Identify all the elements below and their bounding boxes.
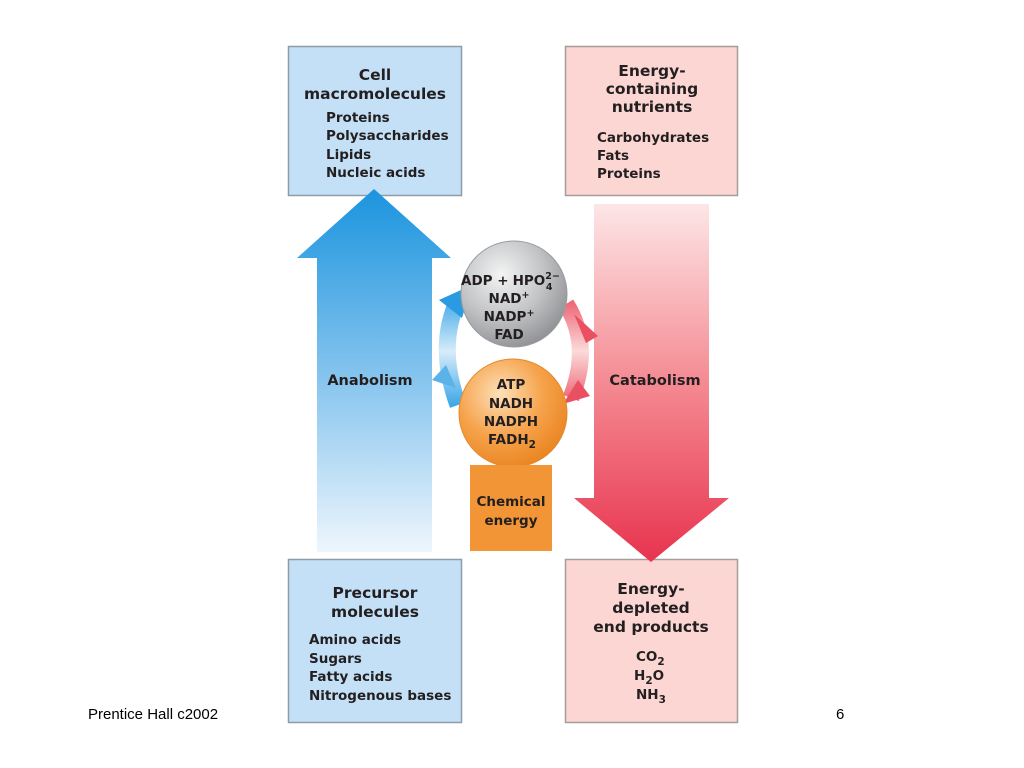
orange-circle-nadh: NADH bbox=[489, 396, 533, 412]
precursor-title-1: Precursor bbox=[333, 584, 418, 602]
catabolism-label: Catabolism bbox=[609, 373, 700, 389]
energy-depleted-item-h2o: H2O bbox=[634, 668, 664, 687]
energy-nutrients-title-2: containing bbox=[606, 80, 699, 98]
cell-macromolecules-box bbox=[287, 45, 463, 197]
cycle-arrow-left-head-bottom bbox=[432, 365, 456, 388]
gray-circle-adp-hpo: ADP +HPO2−4 bbox=[461, 271, 560, 293]
cycle-arrow-right-head-top bbox=[574, 314, 598, 343]
energy-depleted-item-co2: CO2 bbox=[636, 649, 665, 668]
energy-depleted-title-1: Energy- bbox=[617, 580, 684, 598]
cell-macromolecules-item: Polysaccharides bbox=[326, 128, 449, 144]
gray-circle bbox=[460, 240, 568, 348]
precursor-item: Nitrogenous bases bbox=[309, 688, 451, 704]
anabolism-label: Anabolism bbox=[327, 373, 412, 389]
precursor-molecules-box bbox=[287, 558, 463, 724]
energy-nutrients-item: Proteins bbox=[597, 166, 661, 182]
chemical-energy-label-1: Chemical bbox=[476, 494, 545, 510]
energy-nutrients-title-1: Energy- bbox=[618, 62, 685, 80]
cell-macromolecules-title-2: macromolecules bbox=[304, 85, 446, 103]
orange-circle-fadh2: FADH2 bbox=[488, 432, 536, 451]
gray-circle-nad: NAD+ bbox=[489, 290, 530, 307]
catabolism-arrow bbox=[574, 204, 729, 562]
energy-nutrients-item: Carbohydrates bbox=[597, 130, 709, 146]
orange-circle bbox=[458, 358, 568, 468]
slide-number: 6 bbox=[836, 706, 845, 723]
energy-depleted-item-nh3: NH3 bbox=[636, 687, 666, 706]
cell-macromolecules-item: Proteins bbox=[326, 110, 390, 126]
precursor-item: Sugars bbox=[309, 651, 362, 667]
anabolism-arrow bbox=[297, 189, 451, 552]
orange-circle-atp: ATP bbox=[497, 377, 526, 393]
cell-macromolecules-item: Nucleic acids bbox=[326, 165, 425, 181]
cycle-arrow-right-head-bottom bbox=[563, 380, 590, 404]
gray-circle-nadp: NADP+ bbox=[484, 308, 535, 325]
energy-depleted-title-3: end products bbox=[593, 618, 708, 636]
cell-macromolecules-item: Lipids bbox=[326, 147, 371, 163]
orange-circle-nadph: NADPH bbox=[484, 414, 538, 430]
footer-credit: Prentice Hall c2002 bbox=[88, 706, 219, 723]
energy-nutrients-title-3: nutrients bbox=[612, 98, 693, 116]
chemical-energy-box bbox=[470, 465, 552, 551]
cell-macromolecules-title-1: Cell bbox=[359, 66, 392, 84]
precursor-item: Fatty acids bbox=[309, 669, 392, 685]
energy-depleted-box bbox=[564, 558, 739, 724]
energy-depleted-title-2: depleted bbox=[612, 599, 690, 617]
gray-circle-fad: FAD bbox=[494, 327, 523, 343]
chemical-energy-label-2: energy bbox=[484, 513, 537, 529]
energy-nutrients-item: Fats bbox=[597, 148, 629, 164]
precursor-title-2: molecules bbox=[331, 603, 419, 621]
precursor-item: Amino acids bbox=[309, 632, 401, 648]
energy-nutrients-box bbox=[564, 45, 739, 197]
